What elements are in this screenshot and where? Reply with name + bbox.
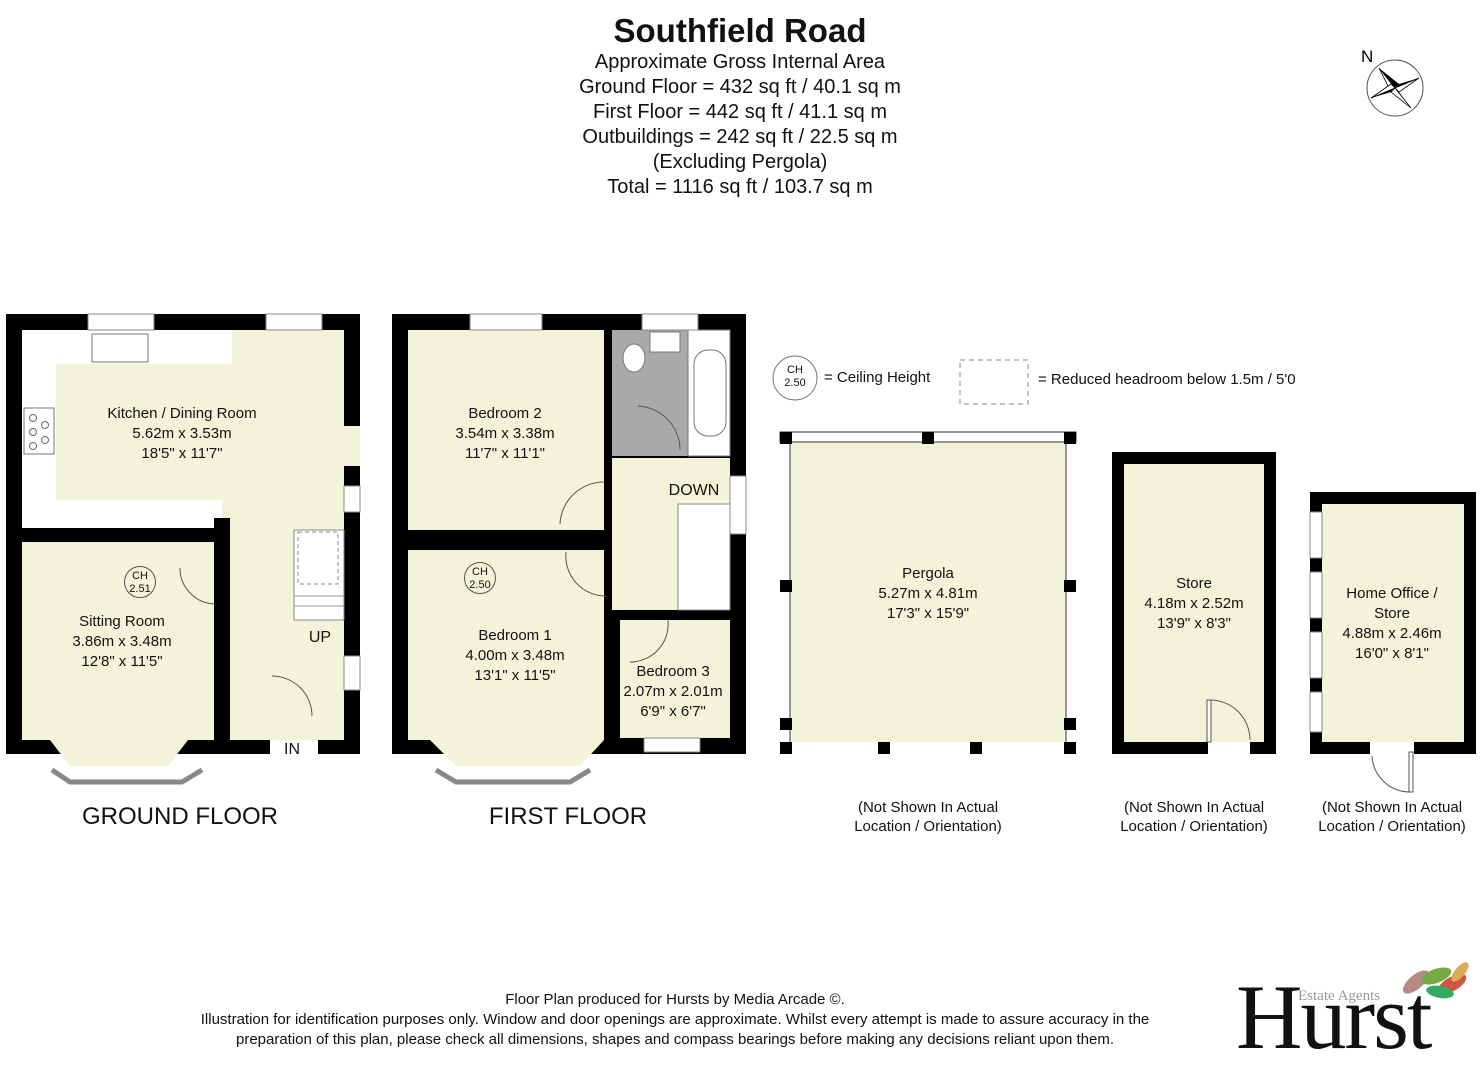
total-area: Total = 1116 sq ft / 103.7 sq m: [607, 176, 873, 198]
compass-north-label: N: [1361, 47, 1373, 66]
room-name: Bedroom 3: [636, 663, 710, 680]
room-metric: 5.27m x 4.81m: [878, 585, 978, 602]
first-floor-plan: [392, 313, 747, 785]
room-name: Home Office /: [1346, 585, 1438, 602]
area-subtitle: Approximate Gross Internal Area: [594, 51, 886, 73]
room-imperial: 13'9" x 8'3": [1157, 615, 1231, 632]
room-name: Bedroom 1: [478, 627, 552, 644]
room-metric: 3.86m x 3.48m: [72, 633, 172, 650]
footer-disclaimer-line-1: Illustration for identification purposes…: [200, 1011, 1150, 1028]
compass-icon: N: [1355, 44, 1435, 124]
room-home-office: Home Office / Store 4.88m x 2.46m 16'0" …: [1322, 584, 1462, 664]
room-name: Sitting Room: [79, 613, 165, 630]
legend-reduced-headroom: = Reduced headroom below 1.5m / 5'0: [1038, 371, 1296, 388]
excluding-note: (Excluding Pergola): [652, 151, 828, 173]
footer-disclaimer: Floor Plan produced for Hursts by Media …: [130, 990, 1220, 1050]
room-imperial: 13'1" x 11'5": [474, 667, 556, 684]
room-kitchen-dining: Kitchen / Dining Room 5.62m x 3.53m 18'5…: [82, 404, 282, 464]
entrance-label: IN: [284, 741, 300, 758]
footer-disclaimer-line-2: preparation of this plan, please check a…: [235, 1031, 1114, 1048]
ground-floor-area: Ground Floor = 432 sq ft / 40.1 sq m: [579, 76, 901, 98]
room-metric: 2.07m x 2.01m: [623, 683, 723, 700]
room-bedroom-3: Bedroom 3 2.07m x 2.01m 6'9" x 6'7": [614, 662, 732, 722]
outbuildings-area: Outbuildings = 242 sq ft / 22.5 sq m: [582, 126, 898, 148]
room-bedroom-1: Bedroom 1 4.00m x 3.48m 13'1" x 11'5": [440, 626, 590, 686]
room-imperial: 17'3" x 15'9": [886, 605, 970, 622]
room-name-2: Store: [1374, 605, 1410, 622]
hurst-logo: Hurst Estate Agents: [1236, 958, 1476, 1063]
room-metric: 4.18m x 2.52m: [1144, 595, 1244, 612]
room-bedroom-2: Bedroom 2 3.54m x 3.38m 11'7" x 11'1": [430, 404, 580, 464]
room-metric: 4.00m x 3.48m: [465, 647, 565, 664]
stairs-down-label: DOWN: [668, 482, 720, 499]
room-sitting-room: Sitting Room 3.86m x 3.48m 12'8" x 11'5": [52, 612, 192, 672]
footer-credit: Floor Plan produced for Hursts by Media …: [505, 991, 845, 1008]
store-plan: [1112, 452, 1276, 756]
leaves-icon: [1402, 962, 1469, 999]
first-floor-label: FIRST FLOOR: [488, 803, 648, 830]
room-name: Pergola: [902, 565, 954, 582]
stairs-up-label: UP: [308, 629, 332, 646]
room-imperial: 12'8" x 11'5": [81, 653, 163, 670]
room-metric: 4.88m x 2.46m: [1342, 625, 1442, 642]
room-store: Store 4.18m x 2.52m 13'9" x 8'3": [1124, 574, 1264, 634]
pergola-plan: [779, 431, 1077, 754]
room-pergola: Pergola 5.27m x 4.81m 17'3" x 15'9": [848, 564, 1008, 624]
room-metric: 5.62m x 3.53m: [132, 425, 232, 442]
page-title: Southfield Road: [613, 12, 867, 49]
room-metric: 3.54m x 3.38m: [455, 425, 555, 442]
room-name: Kitchen / Dining Room: [107, 405, 257, 422]
header: Southfield Road Approximate Gross Intern…: [490, 12, 990, 200]
home-office-plan: [1309, 492, 1476, 793]
room-name: Store: [1176, 575, 1212, 592]
room-imperial: 18'5" x 11'7": [141, 445, 223, 462]
ground-floor-label: GROUND FLOOR: [81, 803, 278, 830]
ground-floor-plan: [6, 313, 361, 785]
first-floor-area: First Floor = 442 sq ft / 41.1 sq m: [592, 101, 887, 123]
legend-ceiling-height: = Ceiling Height: [824, 369, 931, 386]
room-imperial: 16'0" x 8'1": [1355, 645, 1429, 662]
room-imperial: 11'7" x 11'1": [464, 445, 546, 462]
room-name: Bedroom 2: [468, 405, 542, 422]
room-imperial: 6'9" x 6'7": [640, 703, 706, 720]
